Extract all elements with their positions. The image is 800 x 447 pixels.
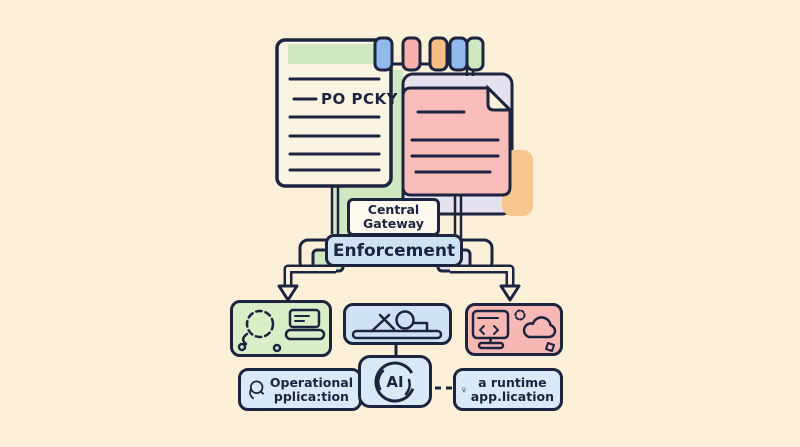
policy-doc-label: PO PCKY [321,90,398,108]
lightbulb-icon [462,386,466,392]
tab-3[interactable] [428,36,449,72]
right-arrow [450,264,521,302]
tab-4[interactable] [448,36,469,72]
enforcement-bar[interactable]: Enforcement [325,234,463,267]
left-arrow [277,264,336,302]
left-arrowhead-icon [277,284,299,302]
headset-icon [249,380,265,399]
central-gateway-line1: Central [367,202,420,217]
operational-line2: pplica:tion [273,388,349,404]
ai-circle-icon: AI [374,361,416,402]
ai-node-box[interactable]: AI [358,355,432,408]
cloud-icon [522,316,557,352]
policy-document [275,38,393,188]
operational-application-label: Operational pplica:tion [269,374,353,404]
runtime-application-label: a runtime app.lication [470,374,554,404]
workflow-channel-box[interactable] [343,303,452,345]
operations-channel-box[interactable] [230,300,332,357]
central-gateway-line2: Gateway [363,216,424,231]
pink-document [401,84,514,197]
tab-2[interactable] [401,36,422,72]
enforcement-label: Enforcement [332,240,456,261]
pink-document-lines [410,110,500,174]
tab-strip [373,36,485,76]
dev-cloud-channel-icons [471,309,557,352]
operations-channel-icons [237,308,326,353]
central-gateway-box[interactable]: Central Gateway [347,198,440,236]
dev-cloud-channel-box[interactable] [465,303,563,356]
code-monitor-icon [471,309,510,350]
runtime-line1: a runtime [478,374,547,390]
policy-header-band [288,44,388,64]
tab-5[interactable] [465,36,485,72]
agent-person-icon [237,309,282,353]
runtime-application-box[interactable]: a runtime app.lication [453,368,563,411]
right-arrowhead-icon [499,284,521,302]
workbench-icon [351,310,443,340]
tab-1[interactable] [373,36,394,72]
gateway-connectors [330,186,463,240]
policy-document-lines [288,77,381,172]
operational-application-box[interactable]: Operational pplica:tion [238,368,362,411]
runtime-line2: app.lication [470,388,554,404]
operational-line1: Operational [269,374,353,390]
laptop-icon [284,308,326,341]
gear-icon [514,309,526,321]
ai-label: AI [386,373,403,391]
